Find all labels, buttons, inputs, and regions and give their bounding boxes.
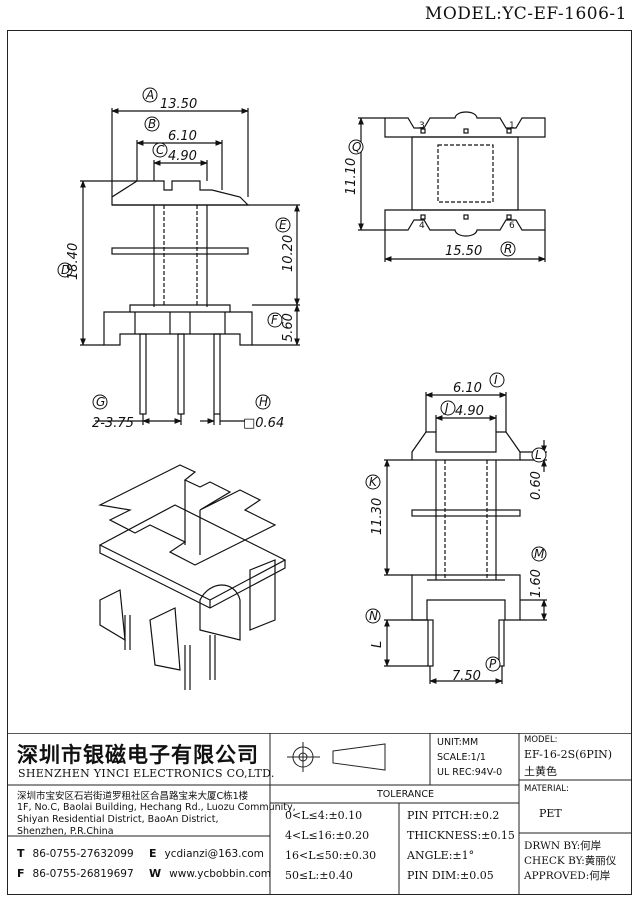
address-en-3: Shenzhen, P.R.China (17, 826, 114, 837)
address-en-1: 1F, No.C, Baolai Building, Hechang Rd., … (17, 802, 296, 813)
tolerance-3: 16<L≤50:±0.30 (285, 849, 377, 862)
svg-text:G: G (96, 395, 105, 409)
svg-text:1.60: 1.60 (529, 569, 544, 598)
checked-by: CHECK BY:黄丽仪 (524, 855, 617, 867)
svg-text:□0.64: □0.64 (243, 416, 284, 431)
model-label: MODEL: (524, 735, 558, 745)
svg-text:A: A (145, 88, 154, 102)
company-name-cn: 深圳市银磁电子有限公司 (17, 743, 259, 767)
model-value: EF-16-2S(6PIN) (524, 748, 613, 761)
svg-text:10.20: 10.20 (281, 235, 296, 272)
drawing-model-title: MODEL:YC-EF-1606-1 (424, 4, 627, 24)
svg-text:13.50: 13.50 (160, 97, 197, 112)
tolerance-pin-pitch: PIN PITCH:±0.2 (407, 809, 500, 822)
svg-text:J: J (443, 401, 449, 415)
tolerance-1: 0<L≤4:±0.10 (285, 809, 363, 822)
tolerance-angle: ANGLE:±1° (407, 849, 475, 862)
svg-text:11.30: 11.30 (370, 498, 385, 535)
color-value: 土黄色 (524, 765, 557, 778)
top-view (358, 111, 546, 262)
svg-text:1: 1 (509, 121, 515, 131)
svg-text:L: L (370, 641, 385, 648)
svg-text:E: E (279, 218, 287, 232)
address-en-2: Shiyan Residential District, BaoAn Distr… (17, 814, 219, 825)
front-view (80, 108, 300, 425)
drawing-sheet-border (7, 30, 632, 895)
tolerance-4: 50≤L:±0.40 (285, 869, 353, 882)
svg-text:3: 3 (419, 121, 425, 131)
svg-text:6.10: 6.10 (168, 129, 197, 144)
svg-text:R: R (504, 242, 512, 256)
svg-text:4.90: 4.90 (168, 149, 197, 164)
svg-text:H: H (259, 395, 268, 409)
svg-text:L: L (535, 448, 542, 462)
svg-text:D: D (61, 263, 70, 277)
svg-text:6.10: 6.10 (453, 381, 482, 396)
svg-text:M: M (534, 547, 545, 561)
svg-text:5.60: 5.60 (281, 313, 296, 342)
svg-text:K: K (369, 475, 378, 489)
svg-text:B: B (148, 117, 156, 131)
unit: UNIT:MM (437, 737, 479, 748)
ul-rec: UL REC:94V-0 (437, 767, 503, 778)
svg-text:4: 4 (419, 221, 425, 231)
tolerance-2: 4<L≤16:±0.20 (285, 829, 370, 842)
svg-text:0.60: 0.60 (529, 471, 544, 500)
svg-text:6: 6 (509, 221, 515, 231)
material-label: MATERIAL: (524, 784, 569, 794)
svg-text:I: I (494, 373, 498, 387)
svg-text:11.10: 11.10 (344, 158, 359, 195)
isometric-view (98, 464, 287, 690)
drawn-by: DRWN BY:何岸 (524, 840, 602, 852)
address-cn: 深圳市宝安区石岩街道罗租社区合昌路宝来大厦C栋1楼 (17, 791, 249, 802)
svg-text:F: F (271, 313, 279, 327)
reference-circles (57, 87, 547, 672)
svg-text:18.40: 18.40 (66, 243, 81, 280)
tolerance-pin-dim: PIN DIM:±0.05 (407, 869, 494, 882)
side-view (384, 392, 547, 684)
svg-text:C: C (156, 143, 165, 157)
company-name-en: SHENZHEN YINCI ELECTRONICS CO,LTD. (18, 767, 275, 780)
scale: SCALE:1/1 (437, 752, 486, 763)
svg-text:4.90: 4.90 (455, 404, 484, 419)
svg-text:15.50: 15.50 (445, 244, 482, 259)
title-block: 深圳市银磁电子有限公司 SHENZHEN YINCI ELECTRONICS C… (7, 733, 632, 895)
svg-text:Q: Q (352, 140, 361, 154)
tolerance-thickness: THICKNESS:±0.15 (407, 829, 515, 842)
svg-text:2-3.75: 2-3.75 (92, 416, 134, 431)
tolerance-heading: TOLERANCE (377, 789, 435, 800)
svg-text:P: P (489, 657, 497, 671)
svg-text:7.50: 7.50 (452, 669, 481, 684)
drawing-text: A B C D E F G H Q R I J K L M N P 13.50 … (61, 88, 545, 684)
material-value: PET (539, 807, 562, 820)
approved-by: APPROVED:何岸 (524, 870, 611, 882)
technical-drawing: A B C D E F G H Q R I J K L M N P 13.50 … (57, 87, 547, 690)
svg-text:N: N (369, 609, 378, 623)
